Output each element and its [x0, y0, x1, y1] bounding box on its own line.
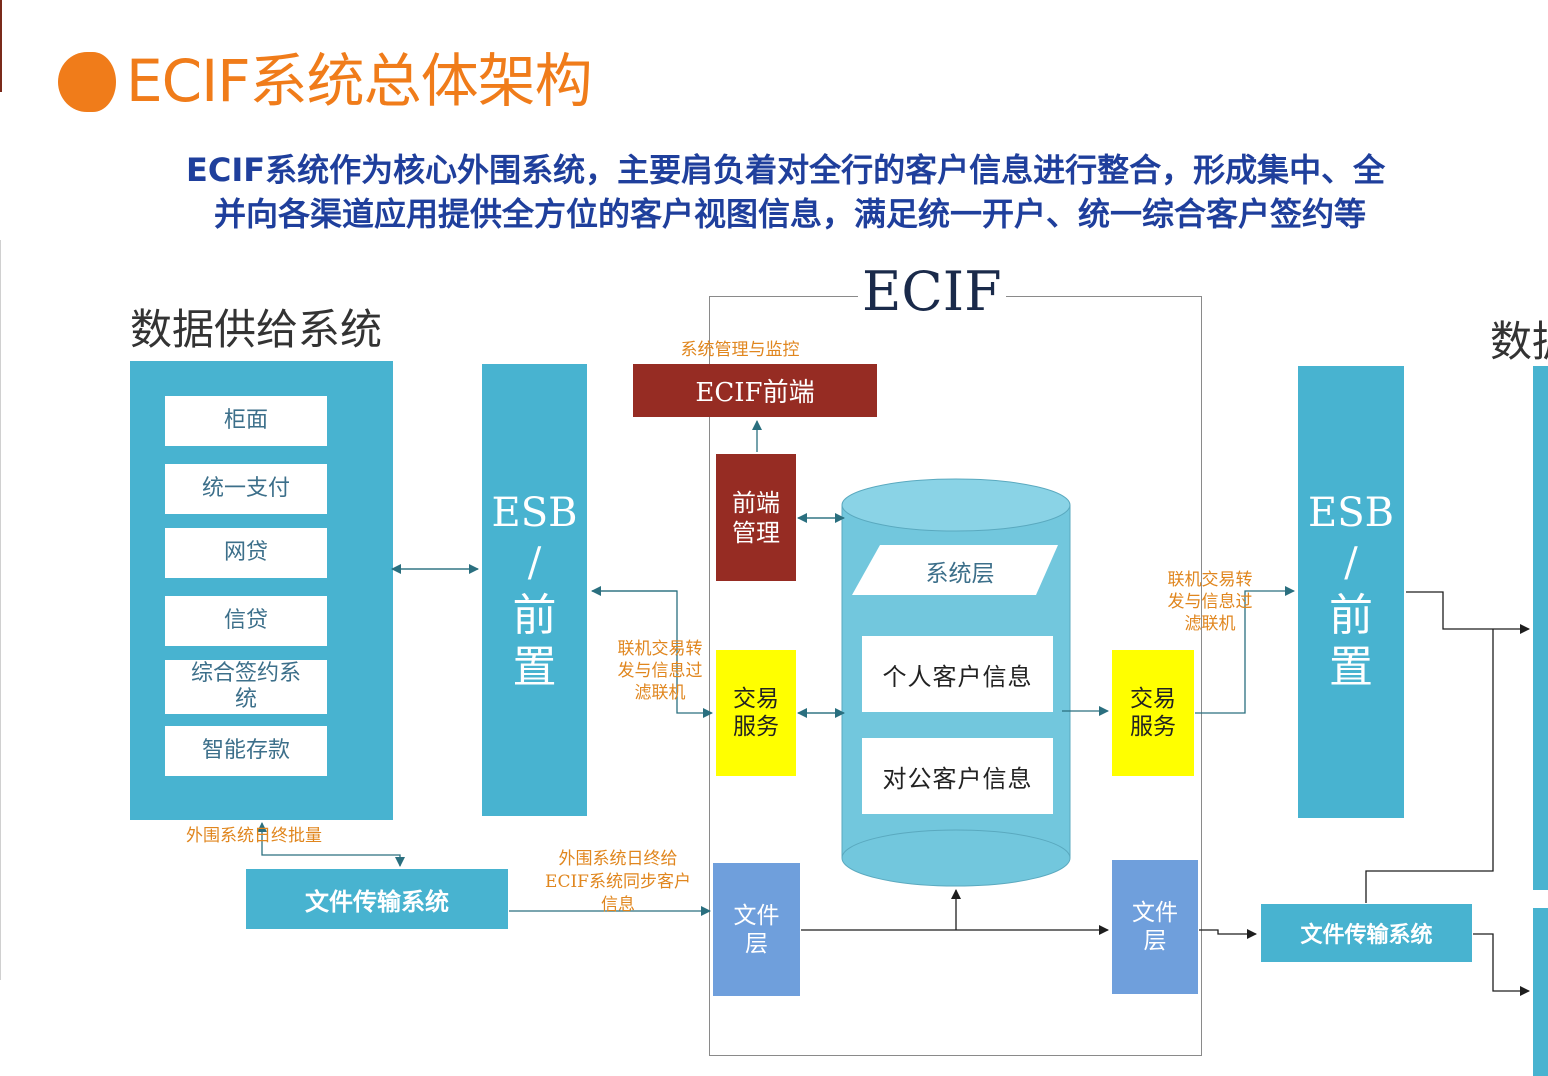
- data-consumer-label: 数据: [1490, 317, 1548, 366]
- trade-service-right: 交易 服务: [1112, 650, 1194, 776]
- system-layer-label: 系统层: [925, 561, 995, 587]
- left-edge-line: [0, 240, 1, 980]
- personal-customer-info: 个人客户信息: [862, 636, 1053, 712]
- system-layer-shape: [852, 545, 1058, 595]
- online-forward-label-right: 联机交易转 发与信息过 滤联机: [1167, 570, 1253, 634]
- esb-right-prefix: 前 置: [1329, 590, 1373, 693]
- source-item-credit: 信贷: [165, 596, 327, 646]
- data-supply-label: 数据供给系统: [130, 305, 383, 354]
- esb-right-panel: [1298, 366, 1404, 818]
- page-title: ECIF系统总体架构: [126, 47, 593, 115]
- esb-left-slash: /: [527, 540, 542, 586]
- source-item-signing: 综合签约系 统: [165, 660, 327, 714]
- file-transfer-left: 文件传输系统: [246, 869, 508, 929]
- trade-service-left: 交易 服务: [716, 650, 796, 776]
- left-edge-accent: [0, 0, 2, 92]
- sync-label: 外围系统日终给 ECIF系统同步客户 信息: [545, 849, 691, 915]
- file-layer-right: 文件 层: [1112, 860, 1198, 994]
- esb-right-slash: /: [1344, 540, 1358, 586]
- source-item-smart-deposit: 智能存款: [165, 726, 327, 776]
- ecif-frontend-box: ECIF前端: [633, 364, 877, 417]
- ecif-label: ECIF: [858, 262, 1006, 322]
- batch-label: 外围系统日终批量: [186, 826, 322, 846]
- file-transfer-right: 文件传输系统: [1261, 904, 1472, 962]
- source-item-unified-payment: 统一支付: [165, 464, 327, 514]
- consumer-panel-top: [1533, 366, 1548, 890]
- frontend-management-box: 前端 管理: [716, 454, 796, 581]
- consumer-panel-bottom: [1533, 908, 1548, 1076]
- source-item-online-loan: 网贷: [165, 528, 327, 578]
- source-item-counter: 柜面: [165, 396, 327, 446]
- esb-right-title: ESB: [1308, 490, 1394, 536]
- description-line-1: ECIF系统作为核心外围系统，主要肩负着对全行的客户信息进行整合，形成集中、全: [186, 151, 1386, 189]
- esb-left-prefix: 前 置: [512, 590, 557, 693]
- file-layer-left: 文件 层: [713, 863, 800, 996]
- esb-left-panel: [482, 364, 587, 816]
- esb-left-title: ESB: [491, 490, 578, 536]
- online-forward-label-left: 联机交易转 发与信息过 滤联机: [617, 639, 703, 703]
- monitor-label: 系统管理与监控: [680, 340, 800, 360]
- description-line-2: 并向各渠道应用提供全方位的客户视图信息，满足统一开户、统一综合客户签约等: [214, 195, 1367, 233]
- corporate-customer-info: 对公客户信息: [862, 738, 1053, 814]
- title-bullet-icon: [58, 52, 116, 112]
